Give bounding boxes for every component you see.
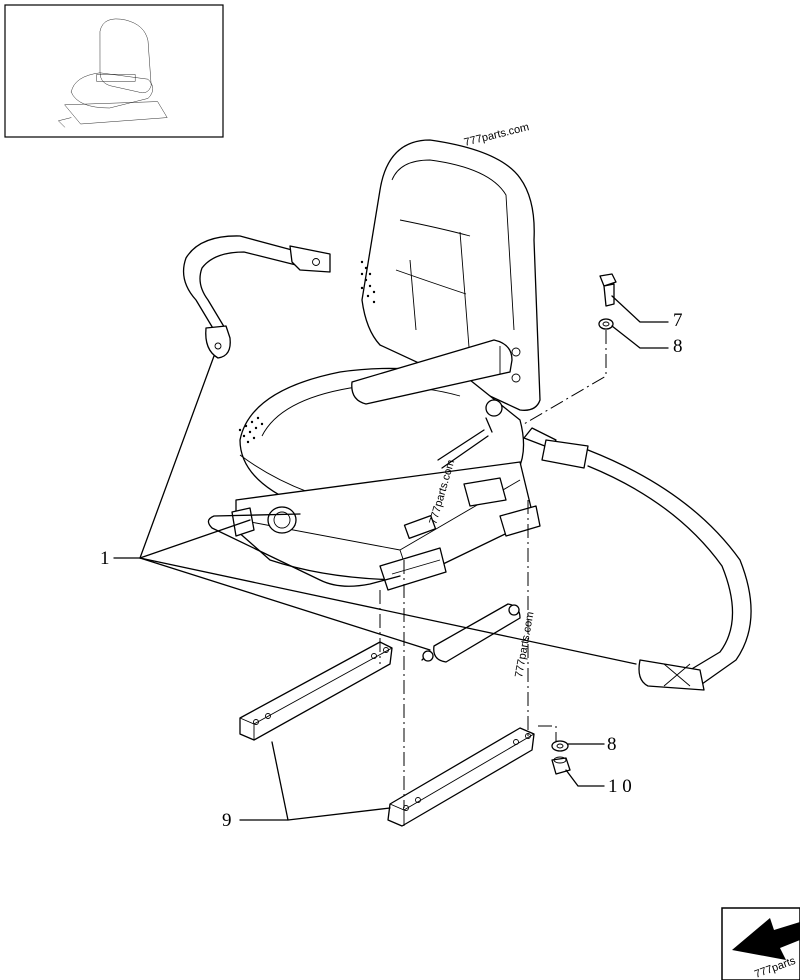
thumbnail-frame[interactable] [4, 4, 224, 138]
assembly-centerlines [379, 330, 607, 808]
seat-assembly-thumbnail [58, 18, 168, 128]
watermark-shock: 777parts.com [513, 611, 536, 679]
callout-8-bottom: 8 [607, 734, 617, 755]
seat-armrest [351, 339, 521, 405]
callout-8-top: 8 [673, 336, 683, 357]
backrest-perforation [360, 260, 376, 304]
bolt-part-7 [599, 273, 617, 307]
washer-part-8-bottom [551, 740, 569, 752]
seat-belt-left [182, 235, 331, 359]
seat-belt-right [523, 427, 752, 691]
next-page-arrow-icon [732, 918, 800, 960]
seat-backrest [360, 139, 541, 411]
callout-10: 1 0 [608, 776, 632, 797]
callout-9: 9 [222, 810, 232, 831]
watermark-top: 777parts.com [463, 121, 531, 149]
next-page-button[interactable]: 777parts [721, 907, 800, 980]
mounting-bracket-lower [387, 727, 535, 827]
adjustment-lever [437, 399, 503, 469]
leader-lines [113, 295, 669, 821]
shock-absorber [421, 603, 521, 663]
callout-7: 7 [673, 310, 683, 331]
slide-handle [207, 513, 401, 587]
mounting-bracket-upper [239, 641, 393, 741]
callout-1: 1 [100, 548, 110, 569]
cushion-perforation [238, 416, 264, 444]
washer-part-8-top [598, 318, 614, 330]
